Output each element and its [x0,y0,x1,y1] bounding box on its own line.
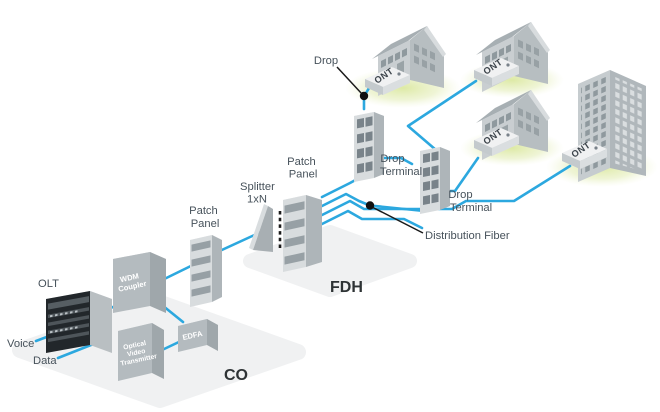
olt-box [46,291,112,353]
drop-line-house-3 [444,156,480,193]
ont-4-port-icon [594,146,598,150]
house-1-windows-side [414,43,435,73]
patch-panel-co-label: Patch Panel [189,205,221,230]
optical-video-transmitter-box: Optical Video Transmitter [118,323,164,381]
splitter-wedge [249,204,273,252]
patch-panel-co [190,235,222,307]
drop-terminal-1-label: Drop Terminal [380,153,422,178]
drop-label: Drop [314,55,338,67]
building-windows-right [613,76,643,171]
voice-label: Voice [7,338,34,350]
distribution-fiber-3 [320,164,572,217]
ovt-to-edfa-line [160,339,183,352]
distribution-fiber-label: Distribution Fiber [425,230,510,242]
patch-panel-fdh [283,195,322,272]
data-label: Data [33,355,57,367]
drop-pointer [336,66,369,101]
ont-2-port-icon [506,63,510,67]
patch-panel-fdh-label: Patch Panel [287,156,319,181]
drop-line-house-2 [406,79,478,152]
drop-terminal-2 [420,147,450,214]
edfa-box: EDFA [178,319,218,352]
distribution-fiber-2 [320,192,426,213]
house-3-windows-side [518,107,539,137]
distribution-fiber-dot [365,201,375,210]
terminal-link-line [382,156,414,166]
co-heading: CO [224,367,248,384]
ont-2: ONT [474,57,519,86]
ont-3-port-icon [506,133,510,137]
olt-rack-detail [48,296,89,343]
drop-terminal-2-label: Drop Terminal [448,189,492,214]
olt-label: OLT [38,278,59,290]
distribution-fiber-pointer [365,201,424,234]
drop-terminal-1 [354,112,384,182]
drop-point-dot [359,91,369,101]
data-line [56,341,98,360]
distribution-fiber-4 [320,209,424,230]
fdh-heading: FDH [330,279,363,296]
edfa-label: EDFA [182,329,204,342]
ont-1-port-icon [397,72,401,76]
wdm-coupler-box: WDM Coupler [113,252,166,313]
splitter-label: Splitter 1xN [240,181,278,206]
house-2-windows-side [518,39,539,69]
